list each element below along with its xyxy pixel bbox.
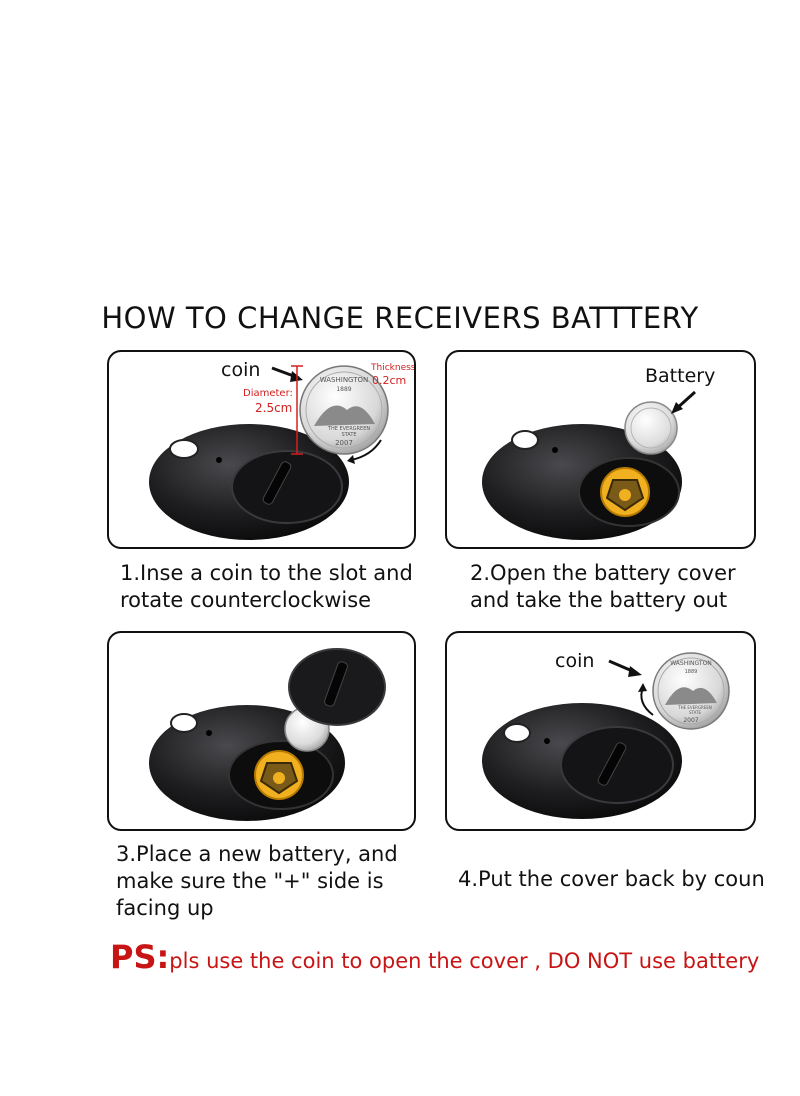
step-1-line-1: 1.Inse a coin to the slot and [120, 561, 413, 585]
diameter-value: 2.5cm [255, 401, 292, 415]
step-2-line-2: and take the battery out [470, 588, 728, 612]
arrow-icon [271, 366, 303, 382]
step-1-illustration: WASHINGTON 1889 THE EVERGREEN STATE 2007… [107, 350, 416, 549]
step-3-line-1: 3.Place a new battery, and [116, 842, 398, 866]
note-text: pls use the coin to open the cover , DO … [169, 949, 760, 973]
coin-icon: WASHINGTON 1889 THE EVERGREEN STATE 2007 [299, 365, 389, 455]
thickness-value: 0.2cm [372, 374, 406, 387]
step-3-line-2: make sure the "+" side is [116, 869, 384, 893]
step-2-drawing: Battery [482, 365, 715, 540]
rotate-arrow-icon [638, 683, 654, 716]
step-3-line-3: facing up [116, 896, 214, 920]
page-title: HOW TO CHANGE RECEIVERS BATTTERY [101, 301, 699, 336]
diameter-marker [291, 365, 303, 455]
coin-year: 1889 [336, 386, 351, 393]
coin-label: coin [221, 359, 260, 381]
step-2-caption: 2.Open the battery cover and take the ba… [470, 560, 736, 614]
coin-text-bottom: 2007 [683, 717, 698, 724]
step-4-caption: 4.Put the cover back by coun [458, 866, 765, 893]
coin-text-mid: THE EVERGREEN [327, 426, 370, 432]
step-1-caption: 1.Inse a coin to the slot and rotate cou… [120, 560, 413, 614]
coin-text-bottom: 2007 [335, 439, 353, 447]
step-1-drawing: WASHINGTON 1889 THE EVERGREEN STATE 2007… [149, 359, 414, 540]
coin-text-state: STATE [341, 432, 356, 438]
coin-text-state: STATE [689, 710, 702, 715]
diameter-label: Diameter: [243, 388, 293, 399]
warning-note: PS:pls use the coin to open the cover , … [110, 938, 759, 976]
arrow-icon [608, 659, 642, 677]
step-3-illustration [107, 631, 416, 831]
battery-label: Battery [645, 365, 715, 387]
step-3-caption: 3.Place a new battery, and make sure the… [116, 841, 398, 922]
battery-cover [288, 648, 386, 726]
rotate-arrow-icon [347, 439, 382, 464]
arrow-icon [671, 390, 697, 414]
coin-text-top: WASHINGTON [320, 376, 369, 384]
step-4-line-1: 4.Put the cover back by coun [458, 867, 765, 891]
step-4-drawing: WASHINGTON 1889 THE EVERGREEN STATE 2007… [482, 650, 730, 819]
note-prefix: PS: [110, 938, 170, 976]
coin-year: 1889 [685, 669, 698, 675]
receiver-device [482, 424, 682, 540]
coin-text-mid: THE EVERGREEN [677, 705, 712, 710]
step-1-line-2: rotate counterclockwise [120, 588, 372, 612]
coin-icon: WASHINGTON 1889 THE EVERGREEN STATE 2007 [652, 652, 730, 730]
coin-text-top: WASHINGTON [670, 660, 712, 667]
step-2-illustration: Battery [445, 350, 756, 549]
thickness-label: Thickness: [370, 363, 414, 373]
receiver-device [482, 703, 682, 819]
step-3-drawing [149, 648, 386, 821]
coin-label: coin [555, 650, 594, 672]
receiver-device [149, 424, 349, 540]
step-2-line-1: 2.Open the battery cover [470, 561, 736, 585]
step-4-illustration: WASHINGTON 1889 THE EVERGREEN STATE 2007… [445, 631, 756, 831]
battery-icon [624, 401, 678, 455]
